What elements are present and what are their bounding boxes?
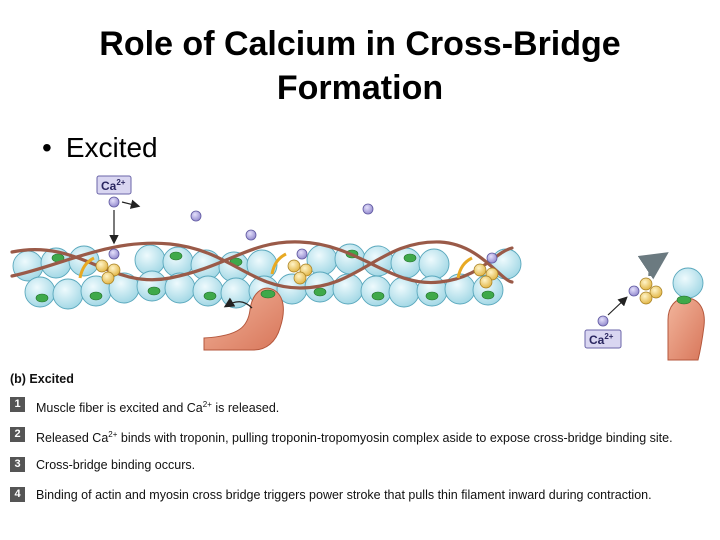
- myosin-cross-bridge: [667, 297, 705, 361]
- binding-arrow: [607, 296, 628, 316]
- bullet-dot: •: [42, 132, 52, 163]
- shift-arrow: [637, 252, 669, 280]
- troponin-complex: [287, 248, 313, 285]
- myosin-cross-bridge: [203, 287, 284, 351]
- power-stroke-arrow: [223, 297, 253, 309]
- bullet-text: Excited: [65, 132, 158, 163]
- title-line-1: Role of Calcium in Cross-Bridge: [99, 25, 621, 63]
- step-text-tail: binds with troponin, pulling troponin-tr…: [117, 431, 673, 446]
- svg-text:Ca2+: Ca2+: [101, 178, 126, 193]
- release-arrow: [121, 199, 141, 209]
- step-number: 4: [10, 487, 25, 502]
- caption-step: 1 Muscle fiber is excited and Ca2+ is re…: [10, 396, 710, 426]
- actin-monomer: [672, 267, 704, 299]
- step-number: 1: [10, 397, 25, 412]
- troponin-complex: [628, 277, 663, 305]
- bullet-item: • Excited: [42, 132, 158, 164]
- calcium-ion: [362, 203, 374, 215]
- step-text: Muscle fiber is excited and Ca: [36, 401, 203, 416]
- calcium-label-right: Ca2+: [584, 329, 622, 349]
- step-text-tail: is released.: [211, 401, 280, 416]
- shift-arrow: [78, 252, 473, 279]
- calcium-ion: [190, 210, 202, 222]
- figure-caption: (b) Excited 1 Muscle fiber is excited an…: [10, 372, 710, 516]
- caption-step: 4 Binding of actin and myosin cross brid…: [10, 486, 710, 516]
- step-text: Binding of actin and myosin cross bridge…: [36, 488, 652, 502]
- calcium-ion: [108, 196, 120, 208]
- calcium-ion: [245, 229, 257, 241]
- step-number: 3: [10, 457, 25, 472]
- caption-heading: (b) Excited: [10, 372, 74, 386]
- step-text: Released Ca: [36, 431, 109, 446]
- binding-site: [676, 295, 692, 305]
- caption-step: 2 Released Ca2+ binds with troponin, pul…: [10, 426, 710, 456]
- step-superscript: 2+: [108, 430, 118, 439]
- slide-title: Role of Calcium in Cross-Bridge Formatio…: [0, 22, 720, 110]
- troponin-complex: [95, 248, 121, 285]
- calcium-label-left: Ca2+: [96, 175, 132, 195]
- cross-bridge-diagram: Ca2+: [10, 175, 705, 361]
- step-superscript: 2+: [202, 400, 212, 409]
- step-text: Cross-bridge binding occurs.: [36, 458, 196, 472]
- title-line-2: Formation: [276, 69, 444, 107]
- binding-site: [260, 289, 276, 299]
- svg-text:Ca2+: Ca2+: [589, 332, 614, 347]
- caption-step: 3 Cross-bridge binding occurs.: [10, 456, 710, 486]
- step-number: 2: [10, 427, 25, 442]
- troponin-complex: [473, 252, 499, 289]
- calcium-ion: [597, 315, 609, 327]
